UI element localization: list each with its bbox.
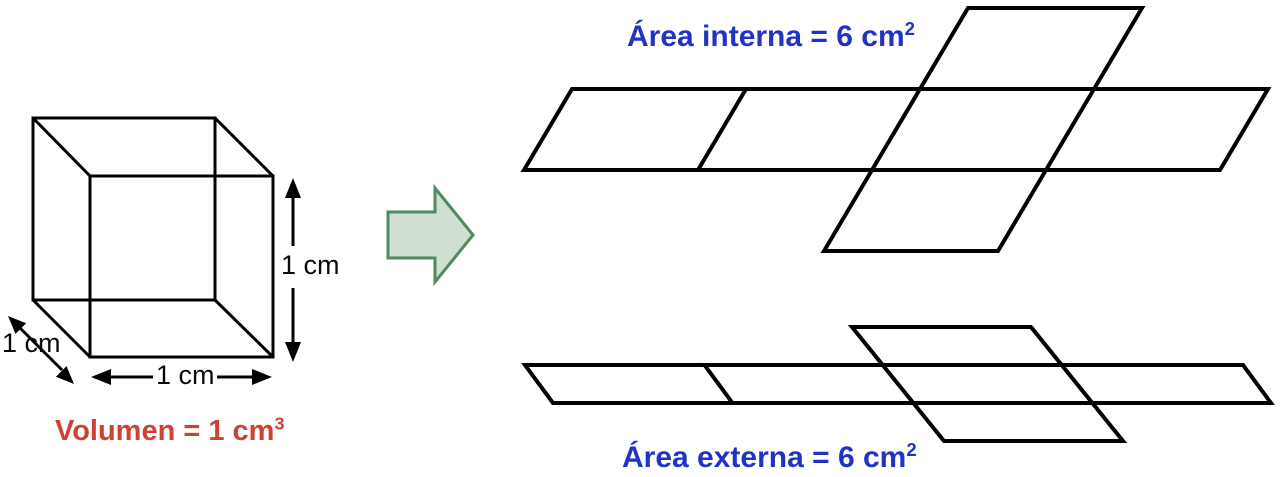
height-dimension-arrow [285,178,301,362]
external-net-strip [521,363,1275,405]
volume-label: Volumen = 1 cm3 [55,413,285,448]
external-area-label-text: Área externa = 6 cm [622,441,907,474]
width-dimension-arrow [91,369,272,385]
arrow-up-icon [285,178,301,198]
internal-net [520,6,1272,253]
depth-dimension-label: 1 cm [2,328,61,358]
arrow-up-left-icon [8,316,27,334]
unit-cube-wireframe [31,116,275,359]
arrow-down-right-icon [55,366,74,384]
cube-edge [31,298,92,359]
external-area-label: Área externa = 6 cm2 [622,439,917,474]
arrow-down-icon [285,342,301,362]
arrow-left-icon [91,369,111,385]
arrow-right-icon [252,369,272,385]
height-dimension-label: 1 cm [281,250,340,280]
external-area-label-exponent: 2 [906,439,917,460]
volume-label-exponent: 3 [274,413,285,434]
external-net-divider [702,363,735,405]
width-dimension-label: 1 cm [156,360,215,390]
external-net-column [847,325,1128,443]
depth-dimension-arrow [8,316,74,384]
external-net [521,325,1275,443]
internal-area-label-exponent: 2 [904,18,915,39]
internal-area-label: Área interna = 6 cm2 [627,18,915,53]
internal-net-strip [520,87,1272,172]
transform-arrow-icon [386,183,475,287]
volume-label-text: Volumen = 1 cm [55,415,275,447]
cube-edge [31,116,92,178]
internal-area-label-text: Área interna = 6 cm [627,20,905,53]
cube-edge [213,116,275,178]
cube-edge [213,298,275,359]
internal-net-divider [696,87,748,172]
internal-net-column [820,6,1146,253]
